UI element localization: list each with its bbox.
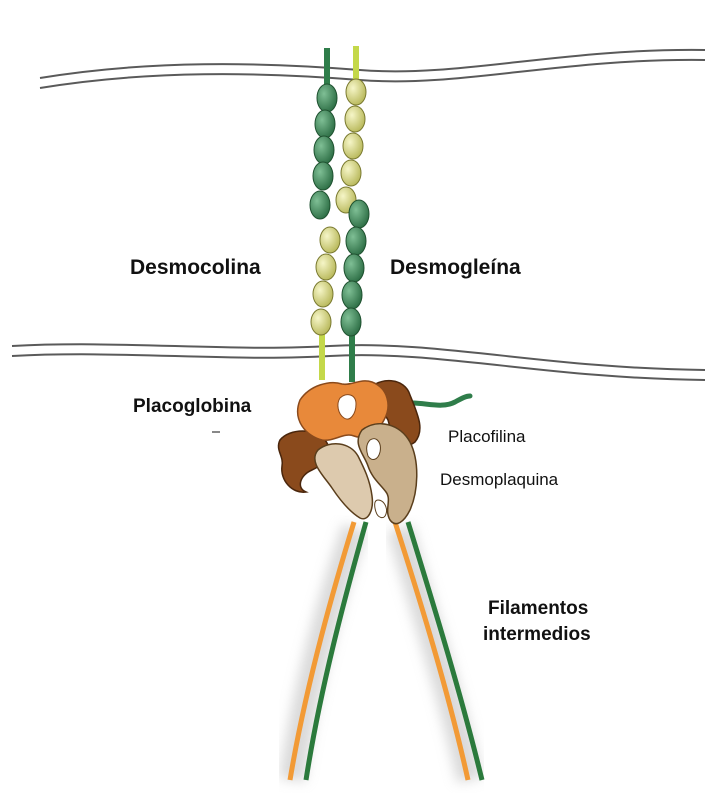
desmogleina-chain	[336, 46, 369, 382]
label-desmocolina: Desmocolina	[130, 256, 261, 280]
label-intermedios: intermedios	[483, 624, 591, 646]
intermediate-filaments	[290, 522, 482, 780]
plaque-complex	[278, 381, 419, 524]
label-placofilina: Placofilina	[448, 427, 526, 447]
label-desmoplaquina: Desmoplaquina	[440, 470, 558, 490]
upper-membrane	[40, 50, 705, 88]
lower-membrane	[12, 344, 705, 380]
label-placoglobina: Placoglobina	[133, 396, 251, 418]
label-desmogleina: Desmogleína	[390, 256, 521, 280]
desmocolina-chain	[310, 48, 340, 380]
label-filamentos: Filamentos	[488, 598, 588, 620]
